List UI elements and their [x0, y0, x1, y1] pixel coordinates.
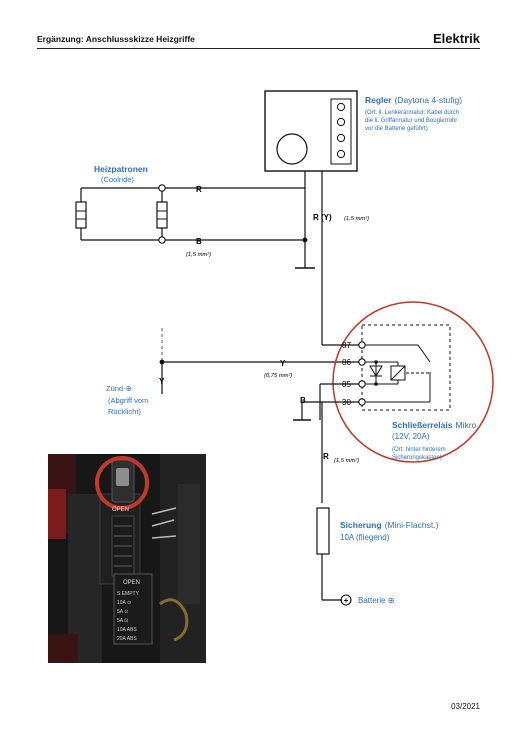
regler-title-line: Regler(Daytona 4-stufig) [365, 95, 462, 105]
heizpatronen-subtitle: (Coolride) [101, 175, 134, 184]
relay-rating: (12V, 20A) [392, 432, 430, 441]
photo-fuse-row-6: 20A ABS [117, 636, 137, 642]
regler-led-1 [336, 102, 346, 112]
relay-pin-label-30: 30 [342, 398, 351, 407]
page-section-title: Elektrik [433, 31, 480, 46]
regler-led-3 [336, 133, 346, 143]
heizpatronen-title: Heizpatronen [94, 164, 148, 174]
relay-node-1 [374, 360, 378, 364]
photo-fuse-row-3: 5A ⊙ [117, 609, 128, 615]
photo-fuse-row-2: 10A ⊙ [117, 600, 131, 606]
relay-pin-85 [358, 380, 366, 388]
relay-pin-label-85: 85 [342, 380, 351, 389]
relay-pin-label-86: 86 [342, 358, 351, 367]
photo-red-highlight [48, 489, 66, 539]
relay-diode-icon [369, 365, 383, 377]
relay-pin-30 [358, 398, 366, 406]
junction-dot-y [159, 359, 165, 365]
regler-note-2: die li. Griffarmatur und Bougierrohr [365, 118, 457, 124]
wire-label-ry-size: (1,5 mm²) [344, 216, 369, 222]
regler-title: Regler [365, 95, 392, 105]
regler-knob [276, 133, 308, 165]
fuse-title: Sicherung [340, 520, 382, 530]
wire-label-y-size: (0,75 mm²) [264, 373, 292, 379]
relay-coil-diagonal [390, 365, 406, 381]
relay-title-suffix: Mikro [455, 420, 476, 430]
relay-pin-label-87: 87 [342, 341, 351, 350]
photo-open-label-bottom: OPEN [123, 580, 140, 586]
regler-box [264, 90, 358, 172]
connector-top [158, 184, 166, 192]
wire-label-r: R [196, 185, 202, 194]
fuse-rating: 10A (fliegend) [340, 533, 390, 542]
photo-bottom-red [48, 634, 78, 663]
battery-label: Batterie ⊕ [358, 596, 395, 605]
photo-lower-fuse-box [113, 573, 153, 645]
wire-label-b-relay: B [300, 396, 306, 405]
page-header-title: Ergänzung: Anschlussskizze Heizgriffe [37, 34, 195, 44]
zuend-label-3: Rücklicht) [108, 407, 141, 416]
fuse-box-photo-drawing: OPEN OPEN S EMPTY 10A ⊙ 5A ⊙ 5A ⊡ 10A AB… [48, 454, 206, 663]
relay-pin-87 [358, 341, 366, 349]
wire-label-r-relay: R [323, 452, 329, 461]
relay-housing [361, 324, 451, 411]
relay-pin-86 [358, 358, 366, 366]
header-divider [37, 48, 480, 49]
junction-dot-b [302, 237, 308, 243]
photo-cable-ties [151, 507, 177, 539]
photo-cable [159, 598, 189, 642]
relay-highlight-circle [332, 301, 494, 463]
fuse-symbol [316, 507, 330, 555]
heizpatrone-left [75, 201, 87, 229]
photo-highlight-circle [95, 456, 149, 510]
regler-subtitle: (Daytona 4-stufig) [394, 95, 462, 105]
photo-frame-bar [178, 484, 200, 604]
regler-note-3: vor die Batterie geführt) [365, 126, 428, 132]
regler-note-1: (Ort: li. Lenkerarmatur; Kabel durch [365, 110, 459, 116]
zuend-label-1: Zünd-⊕ [106, 384, 132, 393]
regler-led-strip [330, 98, 352, 165]
relay-switch-contact [417, 344, 431, 363]
fuse-subtitle: (Mini-Flachst.) [385, 520, 439, 530]
zuend-label-2: (Abgriff vom [108, 396, 148, 405]
relay-note-2: Sicherungskasten) [392, 455, 442, 461]
photo-fuse-row-1: S EMPTY [117, 591, 140, 597]
relay-title: Schließerrelais [392, 420, 453, 430]
connector-bottom [158, 236, 166, 244]
wire-label-y: Y [280, 359, 286, 368]
regler-led-2 [336, 117, 346, 127]
wire-label-b-size: (1,5 mm²) [186, 252, 211, 258]
heizpatrone-right [156, 201, 168, 229]
fuse-box-photo: OPEN OPEN S EMPTY 10A ⊙ 5A ⊙ 5A ⊡ 10A AB… [48, 454, 206, 663]
photo-connector-tab [116, 468, 129, 486]
photo-fuse-row-5: 10A ABS [117, 627, 137, 633]
fuse-title-line: Sicherung(Mini-Flachst.) [340, 520, 439, 530]
photo-open-label-top: OPEN [112, 507, 129, 513]
battery-plus-icon: + [344, 596, 349, 605]
relay-note-1: (Ort: hinter hinterem [392, 447, 446, 453]
photo-fuse-row-4: 5A ⊡ [117, 618, 128, 624]
relay-node-2 [374, 382, 378, 386]
wire-label-b: B [196, 237, 202, 246]
battery-terminal [340, 594, 352, 606]
wire-label-y-vertical: Y [159, 377, 165, 386]
footer-date: 03/2021 [451, 702, 480, 711]
wire-label-ry: R (Y) [313, 213, 332, 222]
wire-label-r-relay-size: (1,5 mm²) [334, 458, 359, 464]
regler-led-4 [336, 149, 346, 159]
relay-coil-icon [390, 365, 406, 381]
